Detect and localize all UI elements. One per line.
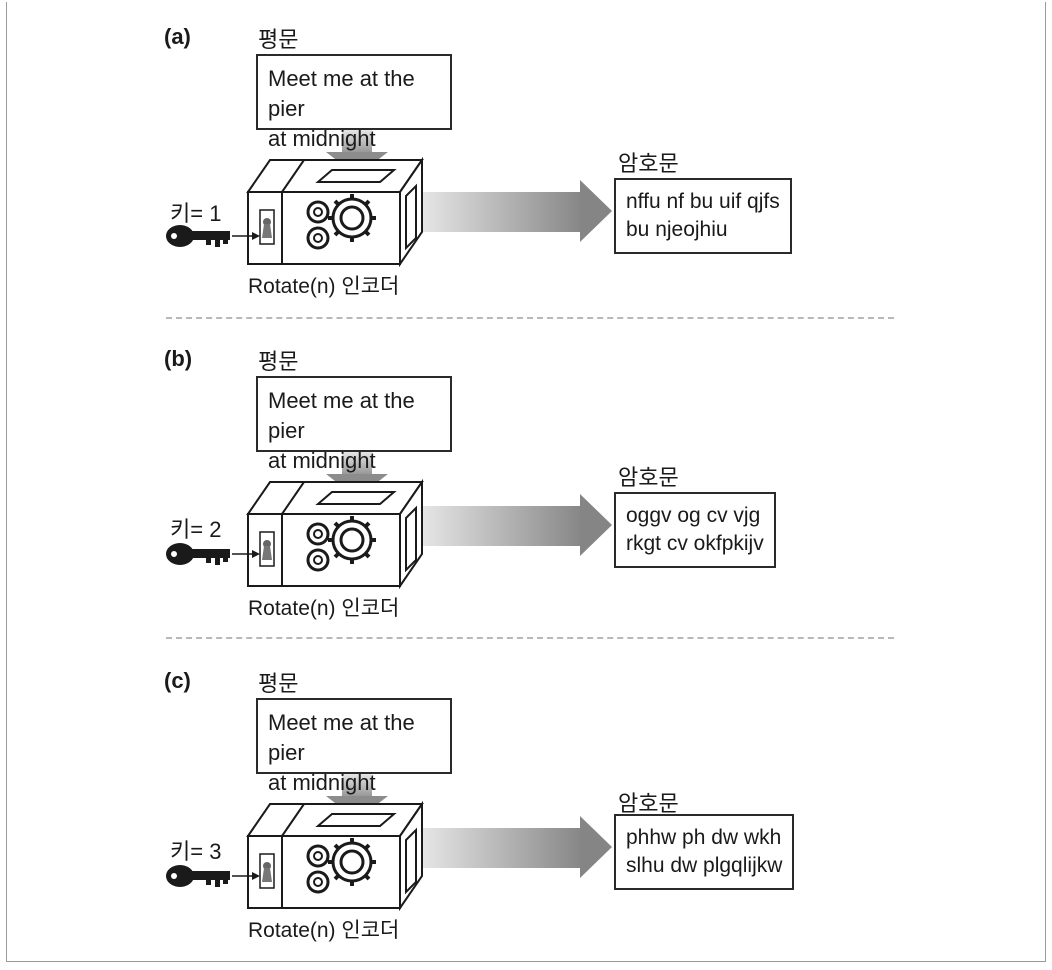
plaintext-title: 평문 (258, 27, 299, 52)
plaintext-box: Meet me at the pier at midnight (256, 376, 452, 473)
key-icon (166, 865, 230, 887)
divider (166, 317, 894, 319)
ciphertext-title: 암호문 (618, 465, 679, 490)
gears-icon (306, 194, 376, 250)
encoder-diagram (166, 452, 612, 590)
ciphertext-line: rkgt cv okfpkijv (626, 532, 764, 555)
keyhole-icon (259, 853, 275, 889)
panel-c: (c) 평문 Meet me at the pier at midnight 암… (0, 650, 1052, 970)
plaintext-line: at midnight (268, 770, 376, 795)
panel-a: (a) 평문 Meet me at the pier at midnight 암… (0, 6, 1052, 326)
encoder-diagram (166, 130, 612, 268)
ciphertext-line: nffu nf bu uif qjfs (626, 190, 780, 213)
panel-label: (c) (164, 668, 191, 693)
key-label: 키= 1 (170, 201, 222, 226)
panel-label: (a) (164, 24, 191, 49)
encoder-label: Rotate(n) 인코더 (248, 919, 400, 942)
encoder-label: Rotate(n) 인코더 (248, 597, 400, 620)
keyhole-icon (259, 531, 275, 567)
panel-label: (b) (164, 346, 193, 371)
key-icon (166, 543, 230, 565)
ciphertext-box: nffu nf bu uif qjfs bu njeojhiu (614, 178, 792, 254)
plaintext-box: Meet me at the pier at midnight (256, 698, 452, 795)
gears-icon (306, 516, 376, 572)
ciphertext-line: bu njeojhiu (626, 218, 728, 241)
key-label: 키= 2 (170, 517, 222, 542)
plaintext-title: 평문 (258, 671, 299, 696)
plaintext-box: Meet me at the pier at midnight (256, 54, 452, 151)
key-icon (166, 225, 230, 247)
keyhole-icon (259, 209, 275, 245)
encoder-diagram (166, 774, 612, 912)
plaintext-line: Meet me at the pier (268, 710, 415, 765)
gears-icon (306, 838, 376, 894)
plaintext-line: Meet me at the pier (268, 66, 415, 121)
plaintext-line: at midnight (268, 126, 376, 151)
divider (166, 637, 894, 639)
plaintext-line: at midnight (268, 448, 376, 473)
output-arrow (402, 180, 612, 242)
figure-frame (6, 2, 1046, 962)
ciphertext-box: oggv og cv vjg rkgt cv okfpkijv (614, 492, 776, 568)
ciphertext-title: 암호문 (618, 791, 679, 816)
panel-b: (b) 평문 Meet me at the pier at midnight 암… (0, 328, 1052, 648)
plaintext-line: Meet me at the pier (268, 388, 415, 443)
encoder-box-icon (246, 156, 424, 268)
encoder-label: Rotate(n) 인코더 (248, 275, 400, 298)
ciphertext-line: oggv og cv vjg (626, 504, 761, 527)
ciphertext-line: phhw ph dw wkh (626, 826, 782, 849)
output-arrow (402, 816, 612, 878)
ciphertext-title: 암호문 (618, 151, 679, 176)
plaintext-title: 평문 (258, 349, 299, 374)
ciphertext-box: phhw ph dw wkh slhu dw plgqlijkw (614, 814, 795, 890)
ciphertext-line: slhu dw plgqlijkw (626, 854, 783, 877)
output-arrow (402, 494, 612, 556)
key-label: 키= 3 (170, 839, 222, 864)
